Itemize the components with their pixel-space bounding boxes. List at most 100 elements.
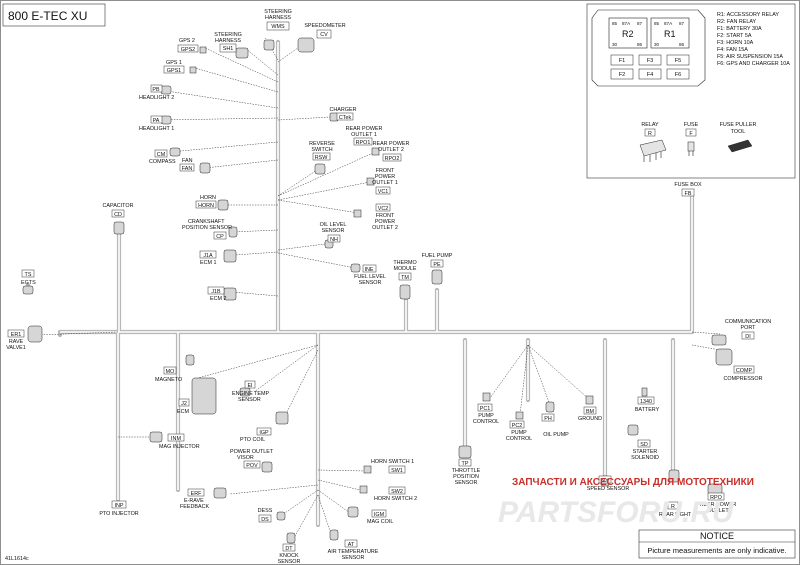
svg-text:ENGINE TEMP: ENGINE TEMP xyxy=(232,391,269,397)
svg-text:J1A: J1A xyxy=(203,253,213,259)
svg-text:RSW: RSW xyxy=(315,155,328,161)
svg-text:COMP: COMP xyxy=(736,368,753,374)
svg-text:COMPRESSOR: COMPRESSOR xyxy=(724,376,763,382)
svg-text:OIL LEVEL: OIL LEVEL xyxy=(320,222,347,228)
connector-pa xyxy=(160,115,172,125)
watermark: ЗАПЧАСТИ И АКСЕССУАРЫ ДЛЯ МОТОТЕХНИКИ PA… xyxy=(498,477,754,529)
connector-cp xyxy=(228,226,238,238)
svg-text:POWER: POWER xyxy=(375,219,395,225)
connector-ine xyxy=(350,263,361,273)
connector-mo xyxy=(185,354,195,366)
svg-text:SENSOR: SENSOR xyxy=(455,480,478,486)
svg-text:VALVE1: VALVE1 xyxy=(6,345,26,351)
svg-text:STARTER: STARTER xyxy=(633,449,658,455)
svg-text:87A: 87A xyxy=(664,21,673,26)
svg-text:87A: 87A xyxy=(622,21,631,26)
svg-text:HEADLIGHT 1: HEADLIGHT 1 xyxy=(139,126,174,132)
svg-text:E-RAVE: E-RAVE xyxy=(184,498,204,504)
svg-text:INM: INM xyxy=(171,436,181,442)
leads xyxy=(37,37,721,546)
svg-text:SENSOR: SENSOR xyxy=(238,397,261,403)
svg-text:HEADLIGHT 2: HEADLIGHT 2 xyxy=(139,95,174,101)
svg-text:EI: EI xyxy=(247,383,252,389)
svg-text:POSITION: POSITION xyxy=(453,474,479,480)
svg-text:DI: DI xyxy=(745,334,750,340)
connector-gps2 xyxy=(199,46,207,54)
svg-text:EGTS: EGTS xyxy=(21,280,36,286)
svg-text:FUSE PULLER: FUSE PULLER xyxy=(720,122,757,128)
svg-text:FUEL LEVEL: FUEL LEVEL xyxy=(354,274,386,280)
svg-text:OUTLET: OUTLET xyxy=(707,508,729,514)
svg-text:MAG COIL: MAG COIL xyxy=(367,519,393,525)
svg-text:R2: R2 xyxy=(622,29,634,39)
connector-cm xyxy=(169,147,181,157)
svg-text:PA: PA xyxy=(153,118,160,124)
svg-text:CM: CM xyxy=(157,152,166,158)
svg-text:ERF: ERF xyxy=(191,491,202,497)
svg-text:OUTLET 1: OUTLET 1 xyxy=(372,180,398,186)
svg-text:TP: TP xyxy=(462,461,469,467)
svg-text:F6: F6 xyxy=(675,72,682,78)
connector-ts xyxy=(22,285,34,295)
svg-text:POSITION SENSOR: POSITION SENSOR xyxy=(182,225,232,231)
svg-text:POWER OUTLET: POWER OUTLET xyxy=(230,449,274,455)
connector-cd xyxy=(113,221,125,235)
connector-erf xyxy=(213,487,227,499)
svg-text:R2: FAN RELAY: R2: FAN RELAY xyxy=(717,19,757,25)
svg-text:AIR TEMPERATURE: AIR TEMPERATURE xyxy=(328,549,379,555)
svg-text:CP: CP xyxy=(216,234,224,240)
connector-cv xyxy=(297,37,315,53)
connector-di xyxy=(711,334,727,346)
svg-text:1340: 1340 xyxy=(640,399,652,405)
svg-text:ECM 1: ECM 1 xyxy=(200,260,216,266)
fuse-legend: R1: ACCESSORY RELAY R2: FAN RELAY F1: BA… xyxy=(717,12,790,67)
part-fuse-puller: FUSE PULLER TOOL xyxy=(720,122,757,153)
connector-pov xyxy=(261,461,273,473)
svg-text:F3: F3 xyxy=(647,58,654,64)
svg-text:CTek: CTek xyxy=(339,115,352,121)
harness xyxy=(25,39,695,528)
svg-text:REVERSE: REVERSE xyxy=(309,141,335,147)
connector-ph xyxy=(545,401,555,413)
svg-text:GROUND: GROUND xyxy=(578,416,602,422)
svg-text:F4: FAN 15A: F4: FAN 15A xyxy=(717,47,748,53)
svg-text:BM: BM xyxy=(586,409,595,415)
connector-pe xyxy=(431,269,443,285)
svg-text:FUSE: FUSE xyxy=(684,122,699,128)
svg-text:HARNESS: HARNESS xyxy=(265,15,291,21)
svg-text:OUTLET 2: OUTLET 2 xyxy=(372,225,398,231)
svg-text:CONTROL: CONTROL xyxy=(506,436,532,442)
svg-text:F5: AIR SUSPENSION 15A: F5: AIR SUSPENSION 15A xyxy=(717,54,783,60)
svg-text:PC1: PC1 xyxy=(480,406,491,412)
svg-text:HORN SWITCH 2: HORN SWITCH 2 xyxy=(374,496,417,502)
svg-text:STEERING: STEERING xyxy=(264,9,292,15)
svg-text:REAR POWER: REAR POWER xyxy=(373,141,410,147)
svg-text:PE: PE xyxy=(433,262,441,268)
relay-r2: 85 87A 87 R2 30 86 xyxy=(608,17,648,49)
connector-r xyxy=(668,469,680,483)
connector-j1a xyxy=(223,249,237,263)
svg-text:VISOR: VISOR xyxy=(237,455,254,461)
svg-text:HARNESS: HARNESS xyxy=(215,38,241,44)
svg-text:OUTLET 2: OUTLET 2 xyxy=(378,147,404,153)
